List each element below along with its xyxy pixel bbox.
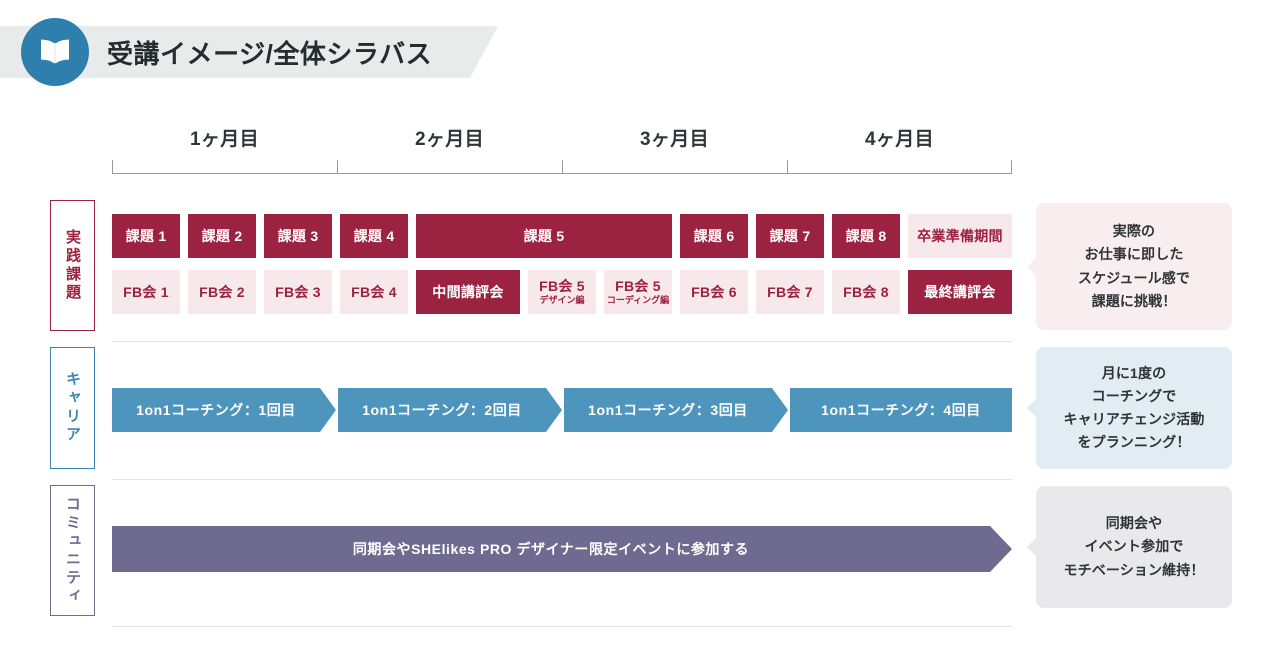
- assignment-block[interactable]: 課題 3: [264, 214, 332, 258]
- assignment-block[interactable]: 課題 1: [112, 214, 180, 258]
- month-label-3: 3ヶ月目: [639, 129, 710, 150]
- axis-tick-3: [787, 160, 788, 174]
- row-separator-1: [112, 341, 1012, 342]
- feedback-block-subtitle: コーディング編: [606, 295, 670, 306]
- coaching-block[interactable]: 1on1コーチング：1回目: [112, 388, 336, 432]
- row-label-task-text: 実践課題: [64, 228, 81, 303]
- book-icon: [21, 18, 89, 86]
- community-block[interactable]: 同期会やSHElikes PRO デザイナー限定イベントに参加する: [112, 526, 1012, 572]
- callout-task: 実際の お仕事に即した スケジュール感で 課題に挑戦！: [1027, 203, 1232, 330]
- callout-notch-icon: [1027, 399, 1036, 417]
- row-label-community: コミュニティ: [50, 485, 95, 616]
- axis-tick-2: [562, 160, 563, 174]
- feedback-block[interactable]: FB会 6: [680, 270, 748, 314]
- assignment-block[interactable]: 課題 6: [680, 214, 748, 258]
- feedback-block[interactable]: FB会 5 コーディング編: [604, 270, 672, 314]
- feedback-track: FB会 1 FB会 2 FB会 3 FB会 4 中間講評会 FB会 5 デザイン…: [112, 270, 1012, 314]
- feedback-block[interactable]: 中間講評会: [416, 270, 520, 314]
- axis-tick-1: [337, 160, 338, 174]
- row-label-community-text: コミュニティ: [64, 495, 81, 606]
- feedback-block-title: FB会 5: [539, 278, 585, 295]
- month-label-4: 4ヶ月目: [864, 129, 935, 150]
- assignment-block[interactable]: 課題 5: [416, 214, 672, 258]
- feedback-block-subtitle: デザイン編: [539, 295, 585, 306]
- assignment-block[interactable]: 卒業準備期間: [908, 214, 1012, 258]
- row-separator-3: [112, 626, 1012, 627]
- feedback-block[interactable]: FB会 7: [756, 270, 824, 314]
- timeline-axis: [112, 160, 1012, 174]
- row-label-career: キャリア: [50, 347, 95, 469]
- assignment-block[interactable]: 課題 8: [832, 214, 900, 258]
- coaching-block[interactable]: 1on1コーチング：4回目: [790, 388, 1012, 432]
- axis-tick-0: [112, 160, 113, 174]
- feedback-block-title: FB会 5: [615, 278, 661, 295]
- community-track: 同期会やSHElikes PRO デザイナー限定イベントに参加する: [112, 526, 1012, 572]
- callout-notch-icon: [1027, 257, 1036, 276]
- row-label-career-text: キャリア: [64, 371, 81, 445]
- callout-community-text: 同期会や イベント参加で モチベーション維持！: [1063, 515, 1205, 578]
- callout-task-text: 実際の お仕事に即した スケジュール感で 課題に挑戦！: [1077, 223, 1191, 309]
- callout-career: 月に1度の コーチングで キャリアチェンジ活動 をプランニング！: [1027, 347, 1232, 469]
- feedback-block[interactable]: FB会 1: [112, 270, 180, 314]
- axis-tick-4: [1011, 160, 1012, 174]
- row-separator-2: [112, 479, 1012, 480]
- feedback-block[interactable]: FB会 3: [264, 270, 332, 314]
- month-labels: 1ヶ月目 2ヶ月目 3ヶ月目 4ヶ月目: [112, 124, 1012, 158]
- career-track: 1on1コーチング：1回目 1on1コーチング：2回目 1on1コーチング：3回…: [112, 388, 1012, 432]
- callout-community: 同期会や イベント参加で モチベーション維持！: [1027, 486, 1232, 608]
- callout-notch-icon: [1027, 538, 1036, 556]
- month-label-2: 2ヶ月目: [414, 129, 485, 150]
- coaching-block[interactable]: 1on1コーチング：2回目: [338, 388, 562, 432]
- assignment-block[interactable]: 課題 2: [188, 214, 256, 258]
- coaching-block[interactable]: 1on1コーチング：3回目: [564, 388, 788, 432]
- assignment-block[interactable]: 課題 4: [340, 214, 408, 258]
- feedback-block[interactable]: FB会 8: [832, 270, 900, 314]
- assignment-track: 課題 1 課題 2 課題 3 課題 4 課題 5 課題 6 課題 7 課題 8 …: [112, 214, 1012, 258]
- callout-career-text: 月に1度の コーチングで キャリアチェンジ活動 をプランニング！: [1063, 364, 1205, 451]
- row-label-task: 実践課題: [50, 200, 95, 331]
- page-title: 受講イメージ/全体シラバス: [107, 38, 433, 69]
- month-label-1: 1ヶ月目: [189, 129, 260, 150]
- feedback-block[interactable]: FB会 2: [188, 270, 256, 314]
- assignment-block[interactable]: 課題 7: [756, 214, 824, 258]
- feedback-block[interactable]: 最終講評会: [908, 270, 1012, 314]
- feedback-block[interactable]: FB会 5 デザイン編: [528, 270, 596, 314]
- feedback-block[interactable]: FB会 4: [340, 270, 408, 314]
- page-header: 受講イメージ/全体シラバス: [0, 18, 520, 86]
